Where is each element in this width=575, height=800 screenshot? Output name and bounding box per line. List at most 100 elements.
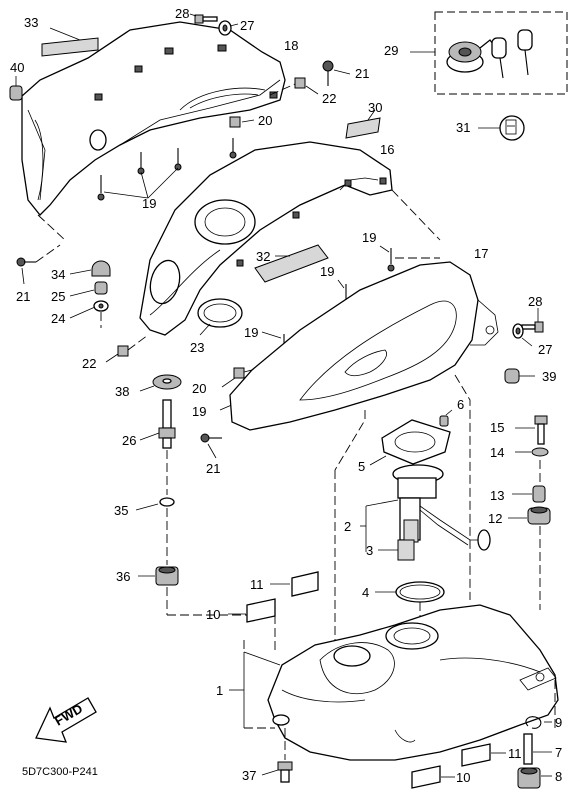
screw-group-part-19-top[interactable] xyxy=(97,138,237,201)
callout-14: 14 xyxy=(490,445,504,460)
callout-20-mid: 20 xyxy=(192,381,206,396)
screw-part-21-left[interactable] xyxy=(16,257,36,267)
callout-18: 18 xyxy=(284,38,298,53)
fuel-tank-part-1[interactable] xyxy=(267,604,559,761)
callout-27-side: 27 xyxy=(538,342,552,357)
callout-32: 32 xyxy=(256,249,270,264)
callout-22-mid: 22 xyxy=(82,356,96,371)
ring-part-23[interactable] xyxy=(197,298,243,328)
callout-39: 39 xyxy=(542,369,556,384)
callout-30: 30 xyxy=(368,100,382,115)
diagram-code: 5D7C300-P241 xyxy=(22,766,98,778)
pump-plate-part-5[interactable] xyxy=(381,419,451,465)
key-set-part-29-box[interactable] xyxy=(434,11,568,95)
screw-part-21-lower[interactable] xyxy=(200,433,222,443)
callout-8: 8 xyxy=(555,769,562,784)
callout-12: 12 xyxy=(488,511,502,526)
callout-19-top: 19 xyxy=(142,196,156,211)
callout-38: 38 xyxy=(115,384,129,399)
callout-17: 17 xyxy=(474,246,488,261)
callout-labels: 33 28 27 18 40 21 22 20 19 30 29 31 16 1… xyxy=(10,6,562,785)
washer-part-14[interactable] xyxy=(531,447,549,457)
screw-part-19-right[interactable] xyxy=(387,248,395,272)
callout-6: 6 xyxy=(457,397,464,412)
bolt-part-26[interactable] xyxy=(158,399,176,449)
damper-part-8[interactable] xyxy=(517,767,541,789)
side-cover-part-17[interactable] xyxy=(229,261,499,431)
clip-part-9[interactable] xyxy=(525,716,542,729)
clip-part-20-top[interactable] xyxy=(229,116,241,128)
washer-part-35[interactable] xyxy=(159,497,175,507)
pad-part-11-bottom[interactable] xyxy=(461,743,491,767)
callout-19-lower: 19 xyxy=(244,325,258,340)
screw-part-21-top[interactable] xyxy=(322,60,334,86)
callout-26: 26 xyxy=(122,433,136,448)
screw-part-28-top[interactable] xyxy=(194,14,218,24)
callout-5: 5 xyxy=(358,459,365,474)
collar-part-13[interactable] xyxy=(532,485,546,503)
callout-15: 15 xyxy=(490,420,504,435)
callout-19-center: 19 xyxy=(320,264,334,279)
pump-filter-part-3[interactable] xyxy=(397,539,415,561)
callout-21-top: 21 xyxy=(355,66,369,81)
damper-part-36[interactable] xyxy=(155,566,179,586)
callout-19-right: 19 xyxy=(362,230,376,245)
damper-part-12[interactable] xyxy=(527,506,551,525)
sticker-part-33[interactable] xyxy=(41,37,99,57)
callout-1: 1 xyxy=(216,683,223,698)
clip-part-22-mid[interactable] xyxy=(117,345,129,357)
callout-21-lower: 21 xyxy=(206,461,220,476)
sticker-part-30[interactable] xyxy=(345,117,381,139)
callout-2: 2 xyxy=(344,519,351,534)
drain-bolt-part-37[interactable] xyxy=(277,761,293,783)
tank-cover-part-16[interactable] xyxy=(139,141,393,336)
pad-part-11-left[interactable] xyxy=(291,571,319,597)
bolt-part-15[interactable] xyxy=(534,415,548,445)
washer-part-27-side[interactable] xyxy=(512,323,524,339)
callout-40: 40 xyxy=(10,60,24,75)
washer-part-38[interactable] xyxy=(152,374,182,390)
callout-36: 36 xyxy=(116,569,130,584)
callout-20-top: 20 xyxy=(258,113,272,128)
callout-7: 7 xyxy=(555,745,562,760)
callout-27-top: 27 xyxy=(240,18,254,33)
callout-22-top: 22 xyxy=(322,91,336,106)
callout-10-bottom: 10 xyxy=(456,770,470,785)
gasket-part-6[interactable] xyxy=(439,415,449,427)
pad-part-10-left[interactable] xyxy=(246,598,276,623)
callout-31: 31 xyxy=(456,120,470,135)
callout-28-side: 28 xyxy=(528,294,542,309)
cap-part-34[interactable] xyxy=(91,260,111,277)
top-cover-part-18[interactable] xyxy=(21,21,286,216)
washer-part-27-top[interactable] xyxy=(218,20,232,36)
callout-33: 33 xyxy=(24,15,38,30)
hose-part-7[interactable] xyxy=(523,733,533,765)
clip-part-20-mid[interactable] xyxy=(233,367,245,379)
spacer-part-25[interactable] xyxy=(94,281,108,295)
callout-24: 24 xyxy=(51,311,65,326)
pad-part-10-bottom[interactable] xyxy=(411,765,441,789)
callout-11-left: 11 xyxy=(250,577,264,592)
forward-direction-arrow: FWD xyxy=(35,697,97,743)
clip-part-22-top[interactable] xyxy=(294,77,306,89)
callout-35: 35 xyxy=(114,503,128,518)
screw-part-28-side[interactable] xyxy=(521,321,544,333)
grommet-part-40[interactable] xyxy=(9,85,23,101)
callout-10-left: 10 xyxy=(206,607,220,622)
callout-23: 23 xyxy=(190,340,204,355)
callout-29: 29 xyxy=(384,43,398,58)
fuel-pump-part-2[interactable] xyxy=(392,464,491,551)
o-ring-part-4[interactable] xyxy=(395,581,445,603)
callout-13: 13 xyxy=(490,488,504,503)
callout-28-top: 28 xyxy=(175,6,189,21)
grommet-part-39[interactable] xyxy=(504,368,520,384)
callout-19-bottom: 19 xyxy=(192,404,206,419)
sticker-part-32[interactable] xyxy=(254,244,329,283)
callout-11-bottom: 11 xyxy=(508,746,522,761)
fuel-label-part-31[interactable] xyxy=(499,115,525,141)
callout-21-left: 21 xyxy=(16,289,30,304)
callout-25: 25 xyxy=(51,289,65,304)
callout-34: 34 xyxy=(51,267,65,282)
washer-part-24[interactable] xyxy=(93,300,109,312)
